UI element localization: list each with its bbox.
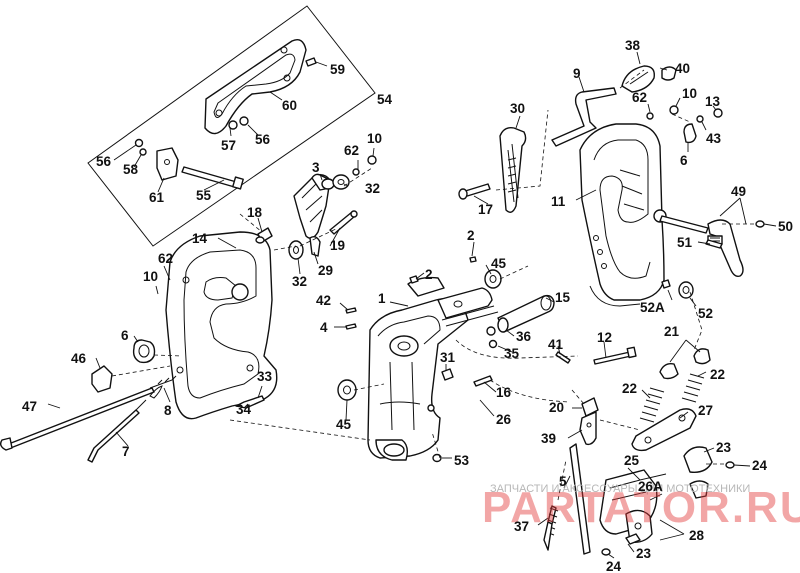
swivel-bracket-1: [367, 276, 499, 461]
callout-6: 6: [680, 153, 688, 168]
callout-47: 47: [22, 399, 37, 414]
callout-39: 39: [541, 431, 556, 446]
callout-17: 17: [478, 202, 493, 217]
callout-8: 8: [164, 403, 172, 418]
callout-38: 38: [625, 38, 641, 53]
callout-42: 42: [316, 293, 331, 308]
callout-41: 41: [548, 337, 564, 352]
callout-1: 1: [378, 291, 386, 306]
kit-54-box: [87, 5, 376, 247]
callout-32: 32: [365, 181, 380, 196]
callout-31: 31: [440, 350, 456, 365]
callout-57: 57: [221, 138, 236, 153]
callout-51: 51: [677, 235, 693, 250]
callout-30: 30: [510, 101, 525, 116]
callout-56: 56: [96, 154, 112, 169]
trim-lever-49: [659, 215, 765, 299]
callout-9: 9: [573, 66, 581, 81]
callout-40: 40: [675, 61, 690, 76]
callout-21: 21: [664, 324, 680, 339]
callout-5: 5: [559, 474, 567, 489]
callout-52A: 52A: [640, 300, 665, 315]
callout-3: 3: [312, 160, 320, 175]
callout-62: 62: [158, 251, 173, 266]
clamp-bracket-11: [579, 123, 667, 307]
callout-26A: 26A: [638, 479, 663, 494]
callout-45: 45: [336, 417, 352, 432]
callout-11: 11: [551, 194, 566, 209]
callout-22: 22: [710, 367, 725, 382]
callout-16: 16: [496, 385, 512, 400]
callout-62: 62: [344, 143, 359, 158]
callout-24: 24: [606, 559, 622, 573]
callout-56: 56: [255, 132, 271, 147]
callout-labels: 59 60 54 57 56 56 58 61 55 3 62 10 32 30…: [22, 38, 793, 573]
callout-60: 60: [282, 98, 297, 113]
callout-33: 33: [257, 369, 273, 384]
callout-49: 49: [731, 184, 746, 199]
callout-4: 4: [320, 320, 328, 335]
clamp-bracket-14: [165, 231, 278, 420]
callout-62: 62: [632, 90, 647, 105]
callout-10: 10: [682, 86, 697, 101]
watermark-logo: PARTATOR.RU: [482, 483, 800, 532]
callout-28: 28: [689, 528, 705, 543]
callout-55: 55: [196, 188, 212, 203]
callout-59: 59: [330, 62, 345, 77]
callout-14: 14: [192, 231, 208, 246]
upper-right-hardware: [551, 65, 723, 147]
callout-50: 50: [778, 219, 793, 234]
callout-27: 27: [698, 403, 713, 418]
callout-10: 10: [143, 269, 158, 284]
callout-43: 43: [706, 131, 722, 146]
callout-18: 18: [247, 205, 263, 220]
callout-12: 12: [597, 330, 612, 345]
leader-lines: [47, 51, 777, 559]
callout-46: 46: [71, 351, 87, 366]
callout-36: 36: [516, 329, 532, 344]
callout-32: 32: [292, 274, 307, 289]
callout-13: 13: [705, 94, 721, 109]
lower-right-mechanism: [543, 348, 735, 556]
callout-34: 34: [236, 402, 252, 417]
callout-35: 35: [504, 346, 520, 361]
callout-61: 61: [149, 190, 165, 205]
callout-20: 20: [549, 400, 564, 415]
callout-7: 7: [122, 444, 130, 459]
callout-2: 2: [467, 228, 475, 243]
callout-19: 19: [330, 238, 345, 253]
part-30-pin: [458, 126, 527, 213]
callout-10: 10: [367, 131, 382, 146]
callout-6: 6: [121, 328, 129, 343]
callout-45: 45: [491, 256, 507, 271]
callout-25: 25: [624, 453, 640, 468]
watermark-caption: ЗАПЧАСТИ И АКСЕССУАРЫ ДЛЯ МОТОТЕХНИКИ: [490, 483, 750, 495]
callout-2: 2: [425, 267, 433, 282]
callout-15: 15: [555, 290, 571, 305]
callout-52: 52: [698, 306, 713, 321]
callout-23: 23: [636, 546, 652, 561]
callout-24: 24: [752, 458, 768, 473]
center-hardware: [288, 240, 637, 463]
callout-29: 29: [318, 263, 333, 278]
callout-26: 26: [496, 412, 512, 427]
callout-37: 37: [514, 519, 529, 534]
watermark: ЗАПЧАСТИ И АКСЕССУАРЫ ДЛЯ МОТОТЕХНИКИ PA…: [482, 483, 800, 532]
callout-22: 22: [622, 381, 637, 396]
callout-53: 53: [454, 453, 470, 468]
callout-58: 58: [123, 162, 139, 177]
callout-23: 23: [716, 440, 732, 455]
callout-54: 54: [377, 92, 393, 107]
centerlines: [111, 69, 756, 501]
